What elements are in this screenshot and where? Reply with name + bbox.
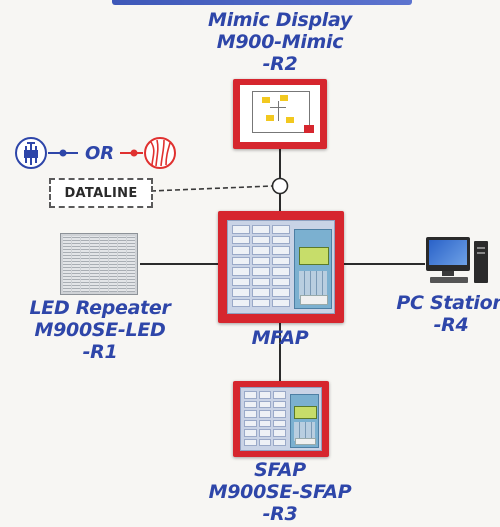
led-repeater-title: LED Repeater: [29, 297, 171, 319]
mfap-zone-grid: [232, 225, 290, 307]
dataline-box: DATALINE: [49, 178, 153, 208]
or-label: OR: [85, 143, 115, 164]
sfap-title: SFAP: [254, 459, 306, 481]
led-repeater-panel: [60, 233, 138, 295]
copper-cable-icon: [15, 137, 47, 169]
mimic-model: M900-Mimic: [216, 31, 344, 53]
mimic-floorplan: [240, 85, 320, 142]
sfap-ref: -R3: [262, 503, 298, 525]
pc-station-ref: -R4: [433, 314, 469, 336]
header-accent-bar: [112, 0, 412, 5]
sfap-label: SFAP M900SE-SFAP -R3: [190, 459, 370, 525]
fiber-optic-cable-icon: [144, 137, 176, 169]
pc-station-label: PC Station -R4: [396, 292, 500, 336]
mimic-display-panel: [233, 79, 327, 149]
mimic-title: Mimic Display: [207, 9, 353, 31]
dataline-dashed-link: [150, 185, 273, 192]
sfap-model: M900SE-SFAP: [208, 481, 352, 503]
led-repeater-label: LED Repeater M900SE-LED -R1: [20, 297, 180, 363]
sfap-zone-grid: [244, 391, 286, 446]
mimic-ref: -R2: [262, 53, 298, 75]
mfap-panel: [218, 211, 344, 323]
mfap-control-unit: [294, 229, 332, 309]
led-repeater-ref: -R1: [82, 341, 118, 363]
mfap-label: MFAP: [251, 327, 309, 349]
mimic-display-label: Mimic Display M900-Mimic -R2: [180, 9, 380, 75]
dataline-junction-icon: [271, 177, 289, 195]
sfap-control-unit: [290, 394, 319, 448]
led-repeater-model: M900SE-LED: [34, 319, 166, 341]
sfap-panel: [233, 381, 329, 457]
pc-station-icon: [424, 237, 494, 287]
pc-station-title: PC Station: [396, 292, 500, 314]
